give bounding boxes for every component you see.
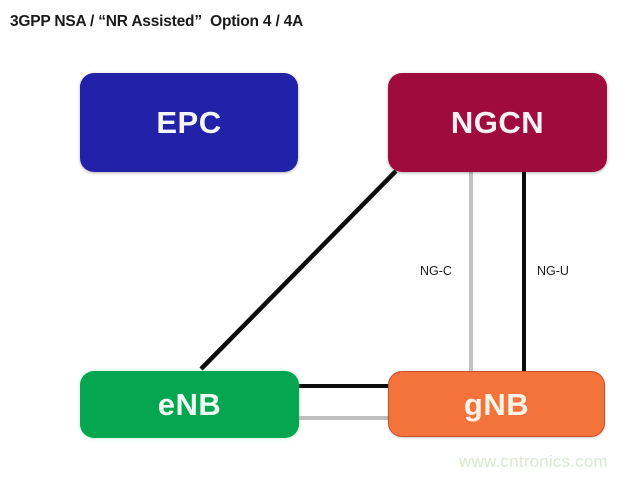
node-epc-label: EPC	[156, 105, 222, 140]
watermark: www.cntronics.com	[459, 452, 608, 471]
page-title: 3GPP NSA / “NR Assisted” Option 4 / 4A	[10, 13, 304, 30]
node-enb[interactable]: eNB	[80, 371, 299, 438]
node-gnb-label: gNB	[463, 386, 530, 422]
node-epc[interactable]: EPC	[80, 73, 298, 172]
edge-label-ng-c: NG-C	[420, 264, 452, 278]
edge-label-ng-u: NG-U	[537, 264, 569, 278]
node-ngcn[interactable]: NGCN	[388, 73, 607, 172]
node-ngcn-label: NGCN	[450, 105, 545, 140]
node-gnb[interactable]: gNB	[388, 371, 605, 437]
node-enb-label: eNB	[157, 387, 222, 422]
link-ngcn-enb	[199, 169, 398, 371]
